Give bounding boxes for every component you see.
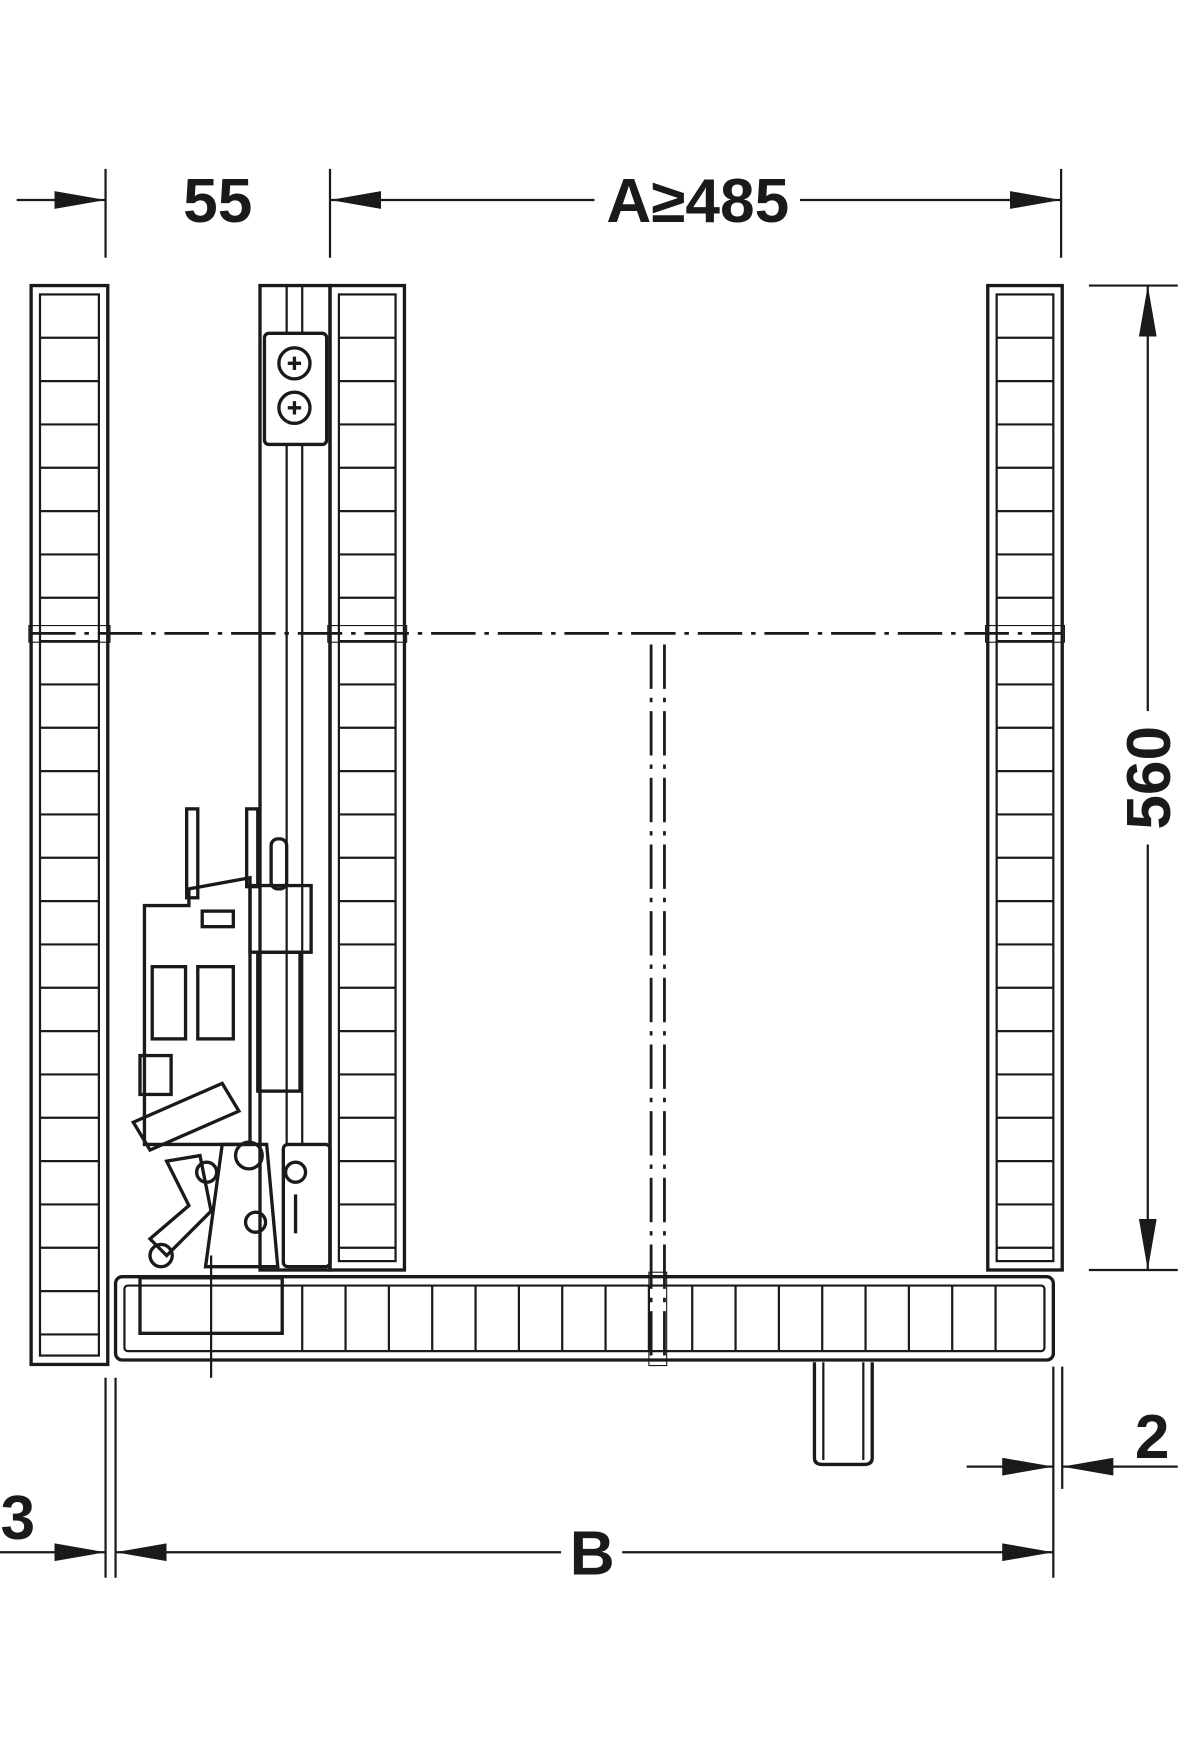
push-latch-mechanism (130, 807, 332, 1269)
left-side-panel (29, 283, 110, 1367)
bottom-panel-inner (123, 1284, 1046, 1353)
dimension-560: 560 (1115, 726, 1184, 830)
inner-panel (328, 283, 407, 1272)
right-side-panel (986, 283, 1064, 1272)
right-side-panel-inner (995, 293, 1055, 1263)
dimension-3: 3 (0, 1484, 35, 1553)
handle-knob (812, 1362, 874, 1467)
dimension-b: B (570, 1519, 615, 1588)
bottom-panel-break (648, 1271, 668, 1367)
cabinet-panels (28, 283, 1065, 1367)
bottom-panel (113, 1275, 1055, 1362)
dimension-lines (0, 168, 1178, 1578)
dimension-55: 55 (183, 167, 252, 236)
center-lines (31, 631, 1063, 1358)
inner-panel-inner (337, 293, 397, 1263)
drawer-runner-rail (258, 283, 332, 1272)
left-side-panel-inner (38, 293, 100, 1357)
dimension-2: 2 (1135, 1403, 1170, 1472)
dimension-a: A≥485 (606, 167, 789, 236)
